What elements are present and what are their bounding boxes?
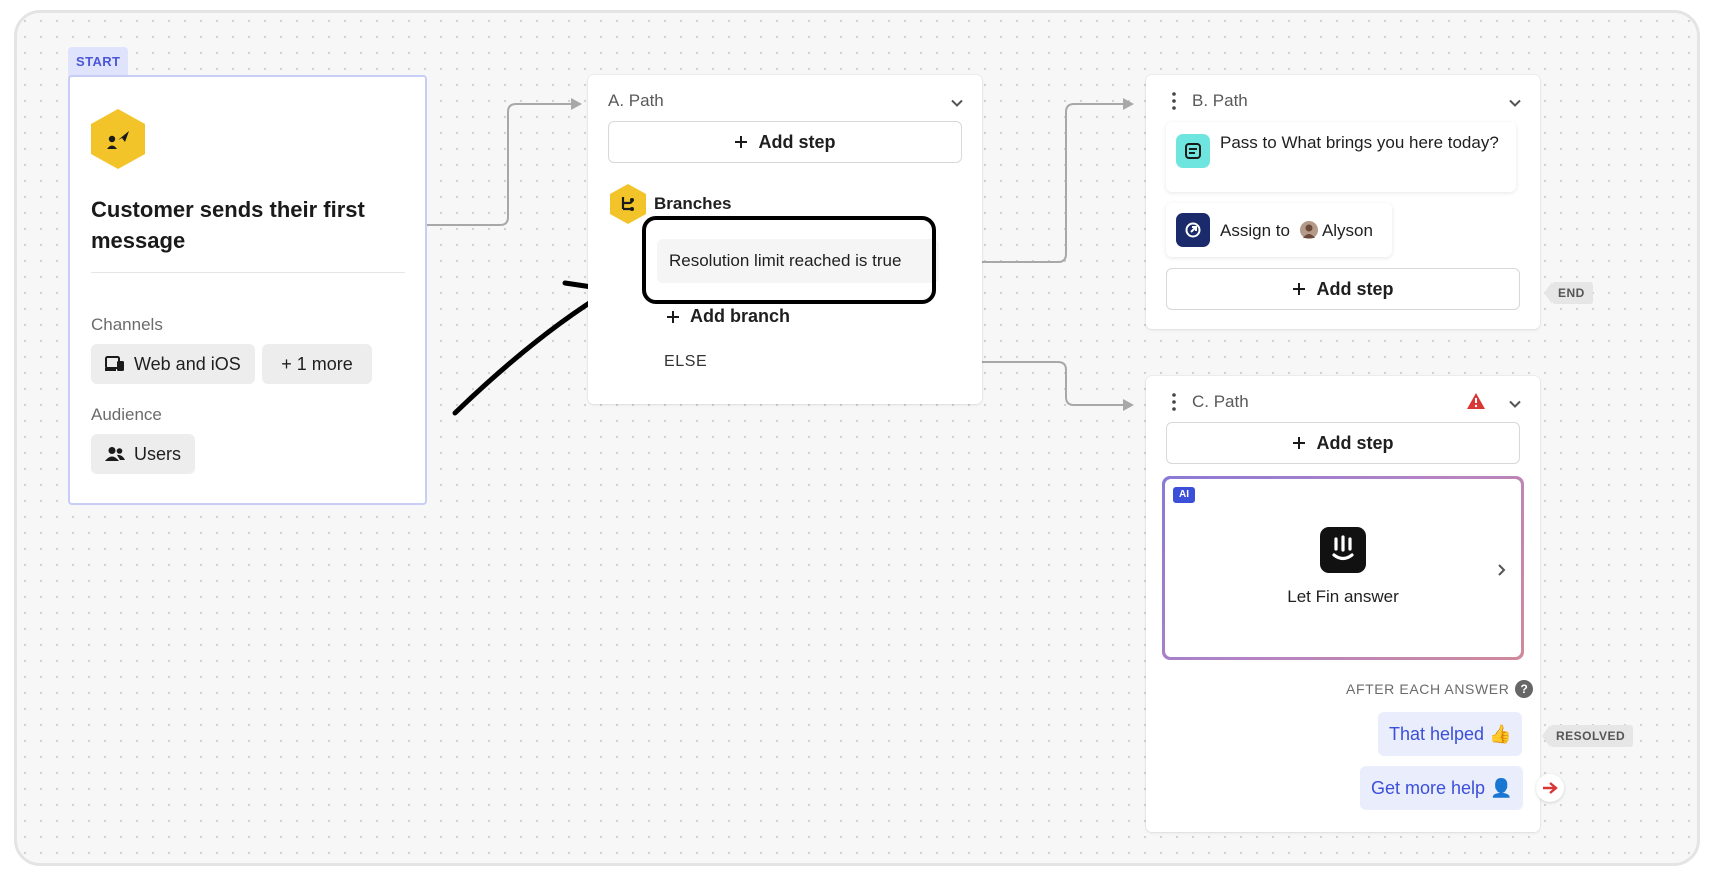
- annotation-highlight-box: [642, 216, 936, 304]
- else-label: ELSE: [664, 353, 708, 370]
- path-b-card[interactable]: B. Path Pass to What brings you here tod…: [1146, 75, 1540, 329]
- plus-icon: [667, 310, 679, 323]
- users-icon: [105, 447, 125, 461]
- chevron-down-icon[interactable]: [950, 96, 964, 110]
- avatar: [1299, 221, 1318, 239]
- chevron-down-icon[interactable]: [1508, 397, 1522, 411]
- start-tag: START: [68, 47, 129, 77]
- channel-more-label: + 1 more: [281, 353, 353, 374]
- branch-condition-resolution-limit[interactable]: Resolution limit reached is true: [657, 239, 939, 283]
- audience-label: Audience: [91, 405, 162, 424]
- channels-label: Channels: [91, 315, 163, 334]
- branches-icon: [610, 184, 646, 224]
- add-step-label: Add step: [1316, 432, 1394, 453]
- branches-label: Branches: [654, 194, 732, 213]
- handover-arrow-icon[interactable]: [1536, 774, 1564, 802]
- warning-icon[interactable]: [1466, 392, 1486, 410]
- plus-icon: [1293, 283, 1306, 295]
- channel-label: Web and iOS: [134, 353, 241, 374]
- trigger-icon: [91, 109, 145, 169]
- channel-web-ios-pill[interactable]: Web and iOS: [91, 344, 255, 384]
- audience-users-pill[interactable]: Users: [91, 434, 196, 474]
- audience-value: Users: [134, 443, 182, 464]
- get-more-help-button[interactable]: Get more help 👤: [1360, 766, 1524, 810]
- after-each-answer-text: AFTER EACH ANSWER: [1346, 681, 1510, 697]
- path-a-title: A. Path: [608, 91, 664, 110]
- devices-icon: [105, 356, 124, 371]
- that-helped-label: That helped 👍: [1389, 723, 1512, 744]
- chevron-right-icon[interactable]: [1497, 563, 1507, 577]
- path-c-add-step-button[interactable]: Add step: [1166, 422, 1520, 464]
- plus-icon: [735, 136, 748, 148]
- add-step-label: Add step: [758, 131, 836, 152]
- pass-to-prefix: Pass to: [1220, 133, 1277, 152]
- chevron-down-icon[interactable]: [1508, 96, 1522, 110]
- assign-arrow-icon: [1176, 213, 1210, 247]
- fin-logo-icon: [1320, 527, 1366, 573]
- help-icon[interactable]: ?: [1515, 680, 1534, 698]
- path-a-card[interactable]: A. Path Add step Branches Resolution lim…: [588, 75, 982, 404]
- path-b-title: B. Path: [1192, 91, 1248, 110]
- divider: [91, 272, 405, 273]
- start-trigger-card[interactable]: Customer sends their first message Chann…: [68, 75, 427, 505]
- get-more-help-label: Get more help 👤: [1371, 777, 1513, 798]
- path-c-title: C. Path: [1192, 392, 1249, 411]
- assignee-name: Alyson: [1321, 220, 1373, 240]
- end-tag: END: [1544, 282, 1593, 304]
- drag-handle-icon[interactable]: [1172, 393, 1176, 411]
- let-fin-answer-step[interactable]: AI Let Fin answer: [1162, 476, 1524, 660]
- path-b-add-step-button[interactable]: Add step: [1166, 268, 1520, 310]
- path-a-add-step-button[interactable]: Add step: [608, 121, 962, 163]
- add-step-label: Add step: [1316, 278, 1394, 299]
- plus-icon: [1293, 437, 1306, 449]
- drag-handle-icon[interactable]: [1172, 92, 1176, 110]
- branch-condition-label: Resolution limit reached is true: [669, 251, 902, 270]
- after-each-answer-label: AFTER EACH ANSWER ?: [1346, 680, 1534, 698]
- channel-more-pill[interactable]: + 1 more: [262, 344, 372, 384]
- that-helped-button[interactable]: That helped 👍: [1378, 712, 1523, 756]
- resolved-tag: RESOLVED: [1541, 725, 1634, 747]
- fin-step-label: Let Fin answer: [1287, 587, 1399, 606]
- chat-bubble-icon: [1176, 134, 1210, 168]
- pass-to-step[interactable]: Pass to What brings you here today?: [1166, 122, 1516, 192]
- ai-badge: AI: [1173, 487, 1195, 503]
- pass-to-target: What brings you here today?: [1281, 133, 1499, 152]
- assign-to-prefix: Assign to: [1220, 220, 1290, 240]
- add-branch-button[interactable]: Add branch: [666, 306, 790, 327]
- trigger-title: Customer sends their first message: [91, 197, 365, 253]
- add-branch-label: Add branch: [690, 306, 791, 326]
- assign-to-step[interactable]: Assign to Alyson: [1166, 203, 1392, 257]
